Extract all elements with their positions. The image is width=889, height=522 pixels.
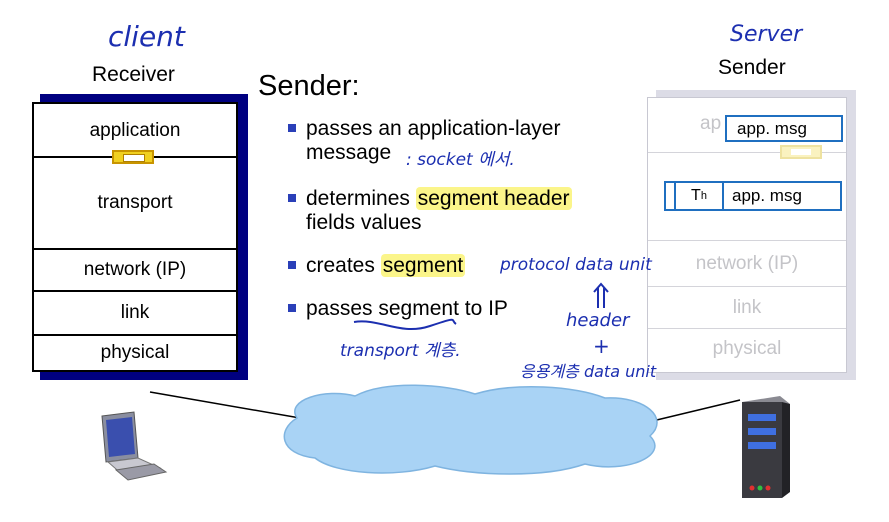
segment-app-msg: app. msg xyxy=(732,186,802,205)
sender-protocol-stack: ap network (IP) link physical xyxy=(647,97,847,373)
bullet-2-line-1: determines segment header xyxy=(306,187,572,210)
handwritten-underline xyxy=(353,318,457,331)
socket-icon xyxy=(112,150,154,164)
handwritten-arrow xyxy=(593,282,609,308)
server-annotation: Server xyxy=(730,22,803,47)
app-message-box: app. msg xyxy=(725,115,843,142)
sender-layer-link: link xyxy=(648,287,846,329)
desktop-computer-icon xyxy=(101,411,168,481)
sender-layer-network: network (IP) xyxy=(648,241,846,287)
sender-layer-application: ap xyxy=(700,113,722,134)
client-annotation: client xyxy=(108,20,185,53)
receiver-protocol-stack: application transport network (IP) link … xyxy=(32,102,238,372)
bullet-marker-2 xyxy=(288,194,296,202)
receiver-layer-network: network (IP) xyxy=(34,250,236,292)
transport-note: transport 계층. xyxy=(340,341,461,361)
segment-highlight: segment xyxy=(380,254,466,277)
sender-layer-transport xyxy=(648,153,846,241)
segment-header-highlight: segment header xyxy=(415,187,572,210)
bullet-marker-3 xyxy=(288,261,296,269)
bullet-marker-4 xyxy=(288,304,296,312)
plus-note: + xyxy=(593,334,610,358)
bullet-1-line-1: passes an application-layer xyxy=(306,117,561,140)
receiver-layer-physical: physical xyxy=(100,342,170,363)
bullet-3-text: creates segment xyxy=(306,254,466,277)
sender-socket-icon xyxy=(780,145,822,159)
bullet-4-text: passes segment to IP xyxy=(306,297,508,320)
header-note: header xyxy=(566,310,630,331)
pdu-note: protocol data unit xyxy=(500,255,652,275)
bullet-marker-1 xyxy=(288,124,296,132)
sender-layer-physical: physical xyxy=(712,338,782,359)
sender-heading: Sender: xyxy=(258,70,360,102)
network-cloud xyxy=(283,384,658,475)
sender-title: Sender xyxy=(718,56,786,79)
server-tower-icon xyxy=(742,396,790,498)
sender-socket-divider xyxy=(648,152,846,153)
bullet-1-line-2: message xyxy=(306,141,392,164)
socket-note: : socket 에서. xyxy=(406,150,515,170)
receiver-layer-transport: transport xyxy=(34,158,236,250)
receiver-layer-link: link xyxy=(34,292,236,336)
payload-note: 응용계층 data unit xyxy=(520,362,657,381)
receiver-layer-application: application xyxy=(89,120,181,141)
bullet-2-line-2: fields values xyxy=(306,211,422,234)
receiver-title: Receiver xyxy=(92,63,175,86)
